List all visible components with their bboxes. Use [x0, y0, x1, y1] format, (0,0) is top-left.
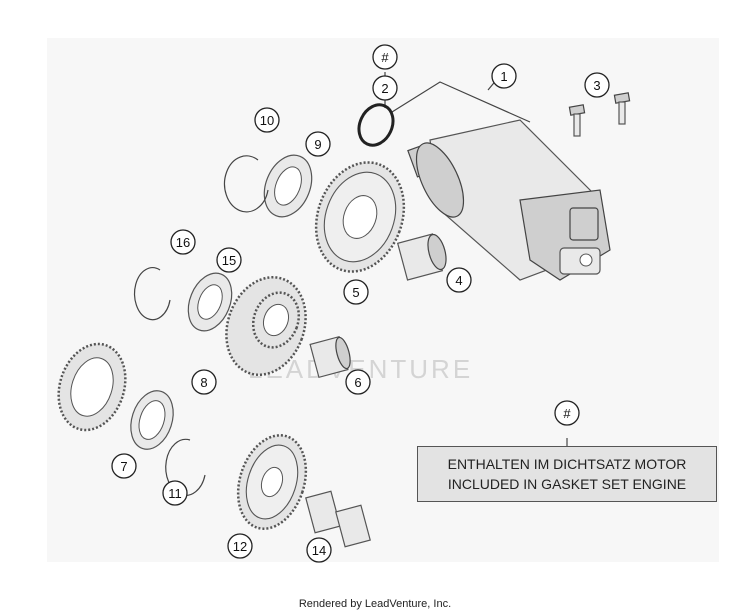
needle-bearing-part-4: [396, 233, 447, 281]
gear-part-7: [57, 342, 127, 432]
svg-text:12: 12: [233, 539, 247, 554]
washer-part-15: [187, 272, 233, 332]
svg-text:9: 9: [314, 137, 321, 152]
callout-11: 11: [162, 480, 188, 506]
svg-text:10: 10: [260, 113, 274, 128]
svg-text:1: 1: [500, 69, 507, 84]
svg-text:5: 5: [352, 285, 359, 300]
svg-text:#: #: [563, 406, 571, 421]
callout-8: 8: [191, 369, 217, 395]
needle-bearing-part-6: [309, 335, 351, 379]
callout-9: 9: [305, 131, 331, 157]
callout-5: 5: [343, 279, 369, 305]
gear-part-5: [314, 161, 406, 273]
svg-text:16: 16: [176, 235, 190, 250]
svg-text:14: 14: [312, 543, 326, 558]
callout-16: 16: [170, 229, 196, 255]
svg-text:6: 6: [354, 375, 361, 390]
svg-text:3: 3: [593, 78, 600, 93]
svg-text:15: 15: [222, 253, 236, 268]
callout-7: 7: [111, 453, 137, 479]
callout-14: 14: [306, 537, 332, 563]
callout-12: 12: [227, 533, 253, 559]
callout-4: 4: [446, 267, 472, 293]
svg-text:7: 7: [120, 459, 127, 474]
svg-text:4: 4: [455, 273, 462, 288]
circlip-part-10: [223, 155, 269, 213]
circlip-part-16: [133, 267, 171, 321]
footer-credit: Rendered by LeadVenture, Inc.: [298, 598, 452, 610]
svg-text:8: 8: [200, 375, 207, 390]
callout-1: 1: [491, 63, 517, 89]
gasket-set-note: ENTHALTEN IM DICHTSATZ MOTOR INCLUDED IN…: [417, 446, 717, 502]
callout-3: 3: [584, 72, 610, 98]
gear-part-12: [236, 434, 308, 530]
needle-bearings-part-14: [305, 490, 371, 548]
note-line-german: ENTHALTEN IM DICHTSATZ MOTOR: [447, 456, 687, 472]
note-line-english: INCLUDED IN GASKET SET ENGINE: [447, 476, 687, 492]
svg-text:#: #: [381, 50, 389, 65]
callout-hash-top: #: [372, 44, 398, 70]
gear-part-8: [225, 276, 307, 376]
circlip-part-11: [165, 438, 206, 496]
callout-15: 15: [216, 247, 242, 273]
bearing-part-7: [130, 390, 174, 450]
callout-6: 6: [345, 369, 371, 395]
svg-text:2: 2: [381, 81, 388, 96]
callout-10: 10: [254, 107, 280, 133]
bolts-part: [568, 92, 631, 137]
callout-2: 2: [372, 75, 398, 101]
callout-hash-note: #: [554, 400, 580, 426]
svg-text:11: 11: [168, 486, 182, 501]
starter-motor-part: [407, 119, 611, 281]
o-ring-part: [357, 103, 395, 147]
washer-part-9: [263, 154, 313, 218]
